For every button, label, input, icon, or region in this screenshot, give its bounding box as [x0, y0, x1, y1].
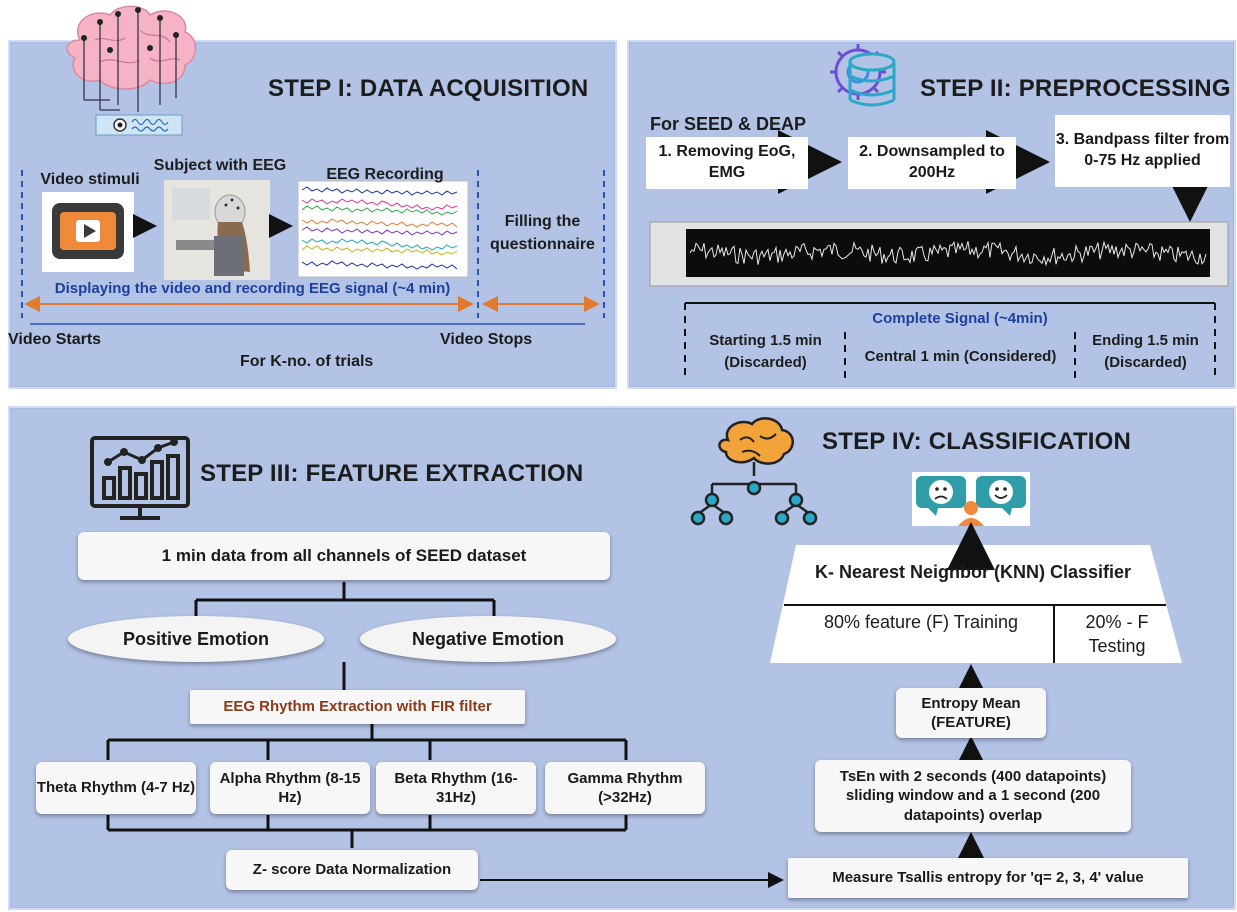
eeg-recording-plot	[297, 180, 469, 278]
beta-rhythm-box: Beta Rhythm (16-31Hz)	[376, 762, 536, 814]
eeg-recording-label: EEG Recording	[326, 166, 444, 183]
preproc-step2-box: 2. Downsampled to 200Hz	[848, 137, 1016, 189]
central-segment-label: Central 1 min (Considered)	[864, 348, 1057, 365]
trials-label: For K-no. of trials	[240, 353, 374, 370]
rhythm-extraction-box: EEG Rhythm Extraction with FIR filter	[190, 690, 525, 724]
tsallis-entropy-box: Measure Tsallis entropy for 'q= 2, 3, 4'…	[788, 858, 1188, 898]
complete-signal-label: Complete Signal (~4min)	[872, 310, 1048, 327]
step3-title: STEP III: FEATURE EXTRACTION	[200, 460, 584, 487]
subject-eeg-photo	[164, 180, 270, 280]
gamma-rhythm-box: Gamma Rhythm (>32Hz)	[545, 762, 705, 814]
testing-split-label: 20% - F Testing	[1085, 612, 1149, 657]
for-seed-deap-label: For SEED & DEAP	[650, 114, 807, 134]
step1-title: STEP I: DATA ACQUISITION	[268, 75, 589, 102]
ending-segment-label: Ending 1.5 min (Discarded)	[1092, 332, 1199, 371]
video-player-icon	[42, 192, 134, 272]
knn-classifier-label: K- Nearest Neighbor (KNN) Classifier	[814, 562, 1132, 582]
alpha-rhythm-box: Alpha Rhythm (8-15 Hz)	[210, 762, 370, 814]
emotion-faces-icon	[912, 472, 1030, 526]
tsen-window-box: TsEn with 2 seconds (400 datapoints) sli…	[815, 760, 1131, 832]
negative-emotion-node: Negative Emotion	[360, 616, 616, 662]
database-gear-icon	[830, 44, 896, 107]
data-source-box: 1 min data from all channels of SEED dat…	[78, 532, 610, 580]
starting-segment-label: Starting 1.5 min (Discarded)	[709, 332, 822, 371]
displaying-video-label: Displaying the video and recording EEG s…	[54, 280, 451, 297]
video-stimuli-label: Video stimuli	[40, 171, 140, 188]
preproc-step1-box: 1. Removing EoG, EMG	[646, 137, 808, 189]
step4-title: STEP IV: CLASSIFICATION	[822, 428, 1132, 455]
preproc-step3-box: 3. Bandpass filter from 0-75 Hz applied	[1055, 115, 1230, 187]
filling-questionnaire-label: Filling the questionnaire	[490, 213, 595, 254]
video-starts-label: Video Starts	[8, 331, 102, 348]
entropy-mean-box: Entropy Mean (FEATURE)	[896, 688, 1046, 738]
complete-signal-plot	[649, 221, 1229, 287]
theta-rhythm-box: Theta Rhythm (4-7 Hz)	[36, 762, 196, 814]
brain-network-icon	[690, 417, 818, 526]
bar-chart-monitor-icon	[90, 436, 190, 520]
video-stops-label: Video Stops	[440, 331, 533, 348]
positive-emotion-node: Positive Emotion	[68, 616, 324, 662]
step2-title: STEP II: PREPROCESSING	[920, 75, 1231, 102]
subject-with-eeg-label: Subject with EEG	[153, 157, 287, 174]
brain-eeg-icon	[66, 5, 197, 136]
zscore-normalization-box: Z- score Data Normalization	[226, 850, 478, 890]
training-split-label: 80% feature (F) Training	[823, 612, 1019, 632]
step2-panel	[627, 40, 1236, 389]
